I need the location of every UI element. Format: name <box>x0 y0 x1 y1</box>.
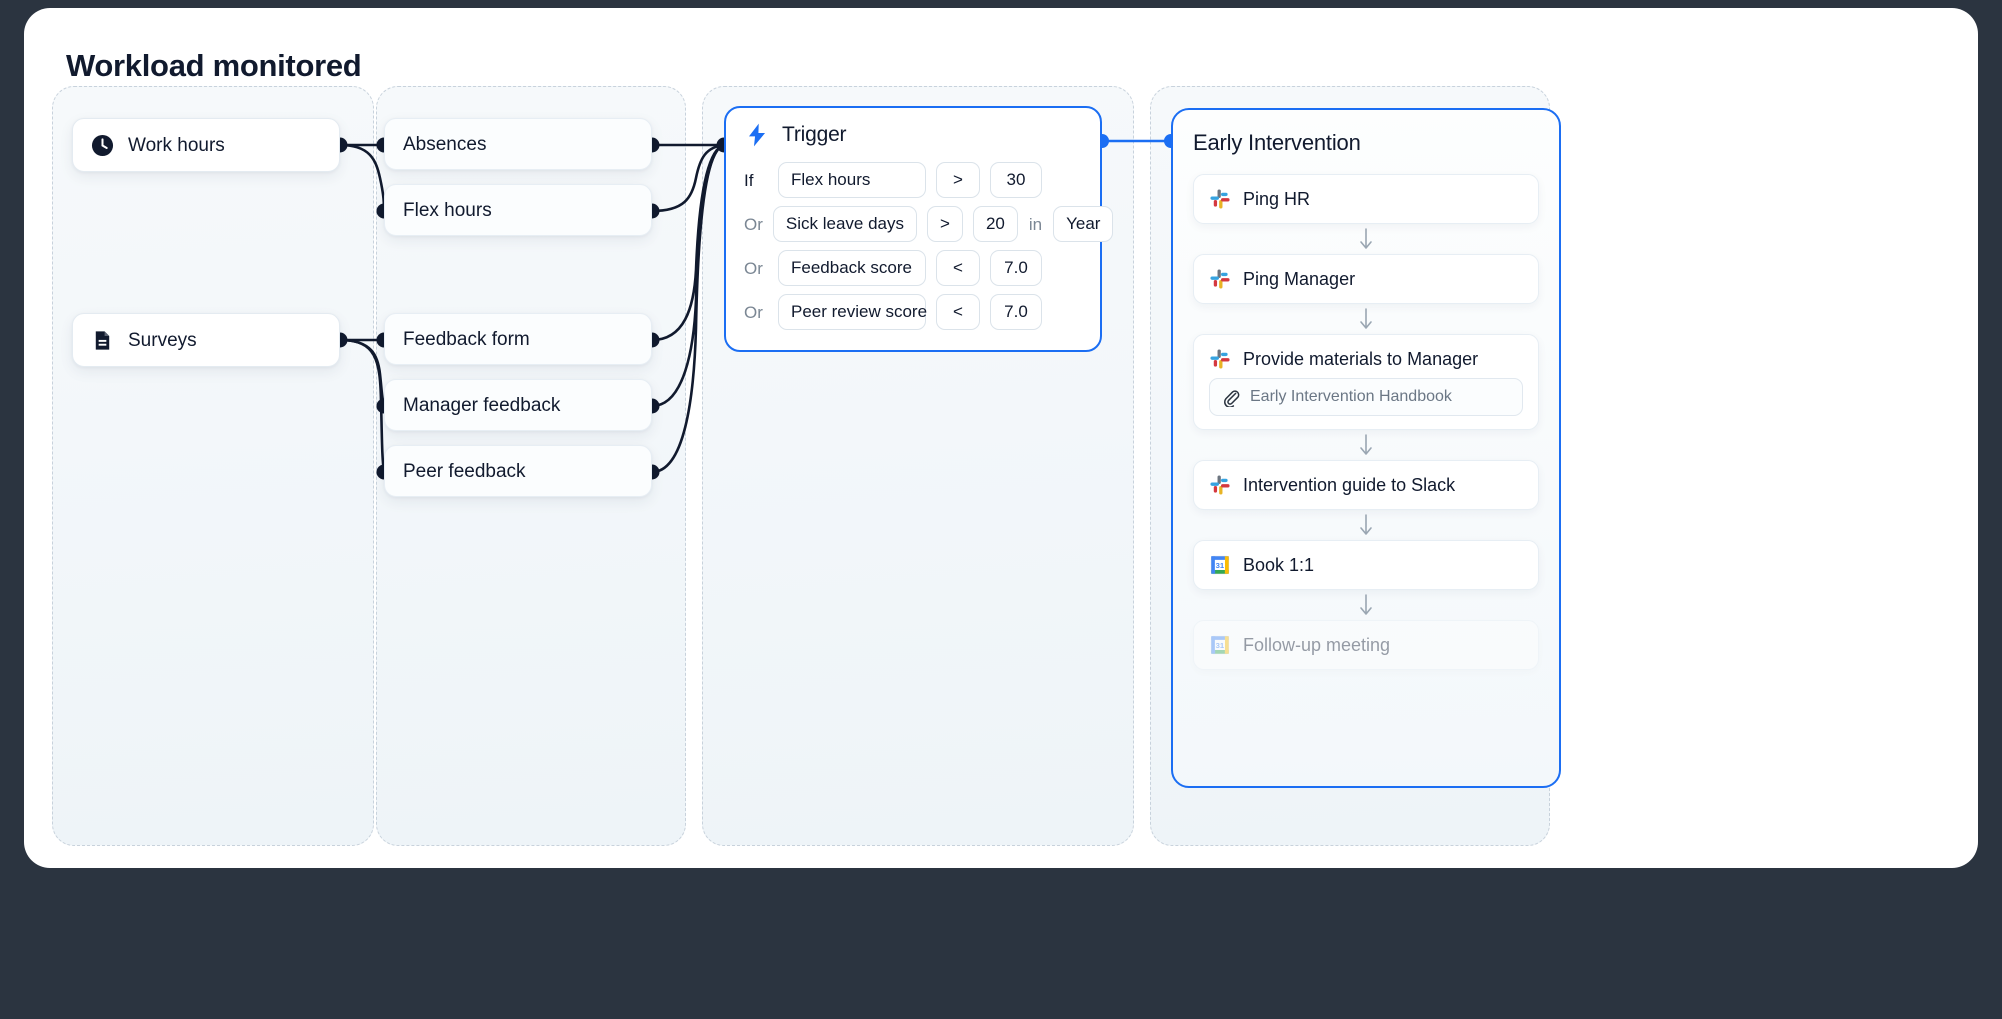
page-title: Workload monitored <box>66 48 362 83</box>
action-card-intervention-guide[interactable]: Intervention guide to Slack <box>1193 460 1539 510</box>
trigger-header: Trigger <box>744 122 1082 148</box>
condition-subject-field[interactable]: Feedback score <box>778 250 926 286</box>
svg-text:31: 31 <box>1216 561 1225 570</box>
condition-row[interactable]: Or Sick leave days > 20 in Year <box>744 206 1114 242</box>
attachment-label: Early Intervention Handbook <box>1250 388 1452 405</box>
early-intervention-panel[interactable]: Early Intervention Ping HR <box>1171 108 1561 788</box>
source-node-label: Work hours <box>128 134 225 156</box>
action-card-main: Intervention guide to Slack <box>1209 474 1523 496</box>
condition-value-field[interactable]: 7.0 <box>990 294 1042 330</box>
signal-node-label: Feedback form <box>403 328 530 350</box>
action-card-ping-manager[interactable]: Ping Manager <box>1193 254 1539 304</box>
action-card-main: 31 Book 1:1 <box>1209 554 1523 576</box>
signal-node-label: Peer feedback <box>403 460 526 482</box>
action-card-label: Book 1:1 <box>1243 555 1315 575</box>
condition-keyword: Or <box>744 214 763 234</box>
condition-operator-field[interactable]: > <box>927 206 963 242</box>
condition-operator-field[interactable]: < <box>936 294 980 330</box>
condition-operator-field[interactable]: > <box>936 162 980 198</box>
lightning-bolt-icon <box>748 123 766 147</box>
source-node-work-hours[interactable]: Work hours <box>72 118 340 172</box>
workflow-canvas[interactable]: Workload monitored <box>24 8 1978 868</box>
clock-icon <box>91 134 114 156</box>
condition-subject-field[interactable]: Peer review score <box>778 294 927 330</box>
trigger-title: Trigger <box>782 123 847 146</box>
google-calendar-icon: 31 <box>1210 555 1230 575</box>
action-card-provide-materials[interactable]: Provide materials to Manager Early Inter… <box>1193 334 1539 430</box>
signal-node-label: Manager feedback <box>403 394 561 416</box>
signal-node-feedback-form[interactable]: Feedback form <box>384 313 652 365</box>
source-node-label: Surveys <box>128 329 197 351</box>
condition-operator-field[interactable]: < <box>936 250 980 286</box>
condition-value-field[interactable]: 20 <box>972 206 1018 242</box>
paperclip-icon <box>1224 389 1240 407</box>
arrow-down-icon <box>1193 590 1539 620</box>
arrow-down-icon <box>1193 304 1539 334</box>
condition-row[interactable]: If Flex hours > 30 <box>744 162 1082 198</box>
document-icon <box>95 330 110 350</box>
slack-icon <box>1210 189 1230 209</box>
condition-row[interactable]: Or Feedback score < 7.0 <box>744 250 1082 286</box>
signal-node-absences[interactable]: Absences <box>384 118 652 170</box>
action-card-main: Provide materials to Manager <box>1209 348 1523 370</box>
condition-in-keyword: in <box>1028 214 1043 234</box>
condition-keyword: Or <box>744 302 763 322</box>
slack-icon <box>1210 269 1230 289</box>
early-intervention-title: Early Intervention <box>1193 130 1361 155</box>
lane-sources <box>52 86 374 846</box>
app-window: Workload monitored <box>24 8 1978 868</box>
action-card-main: 31 Follow-up meeting <box>1209 634 1523 656</box>
signal-node-label: Flex hours <box>403 199 492 221</box>
action-card-follow-up-meeting[interactable]: 31 Follow-up meeting <box>1193 620 1539 670</box>
svg-text:31: 31 <box>1216 641 1225 650</box>
trigger-panel[interactable]: Trigger If Flex hours > 30 Or Sick leave… <box>724 106 1114 352</box>
signal-node-flex-hours[interactable]: Flex hours <box>384 184 652 236</box>
action-card-label: Ping Manager <box>1243 269 1356 289</box>
condition-unit-field[interactable]: Year <box>1053 206 1114 242</box>
action-card-label: Provide materials to Manager <box>1243 349 1479 369</box>
condition-value-field[interactable]: 7.0 <box>990 250 1042 286</box>
action-card-label: Follow-up meeting <box>1243 635 1391 655</box>
condition-value-field[interactable]: 30 <box>990 162 1042 198</box>
action-card-main: Ping HR <box>1209 188 1523 210</box>
action-card-book-1-1[interactable]: 31 Book 1:1 <box>1193 540 1539 590</box>
google-calendar-icon: 31 <box>1210 635 1230 655</box>
signal-node-peer-feedback[interactable]: Peer feedback <box>384 445 652 497</box>
condition-row[interactable]: Or Peer review score < 7.0 <box>744 294 1082 330</box>
action-card-main: Ping Manager <box>1209 268 1523 290</box>
attachment-chip[interactable]: Early Intervention Handbook <box>1209 378 1523 416</box>
signal-node-label: Absences <box>403 133 487 155</box>
arrow-down-icon <box>1193 224 1539 254</box>
slack-icon <box>1210 475 1230 495</box>
condition-keyword: If <box>744 170 754 190</box>
condition-subject-field[interactable]: Flex hours <box>778 162 926 198</box>
action-card-ping-hr[interactable]: Ping HR <box>1193 174 1539 224</box>
action-card-label: Ping HR <box>1243 189 1311 209</box>
condition-subject-field[interactable]: Sick leave days <box>772 206 918 242</box>
signal-node-manager-feedback[interactable]: Manager feedback <box>384 379 652 431</box>
condition-keyword: Or <box>744 258 763 278</box>
arrow-down-icon <box>1193 430 1539 460</box>
slack-icon <box>1210 349 1230 369</box>
arrow-down-icon <box>1193 510 1539 540</box>
action-card-label: Intervention guide to Slack <box>1243 475 1456 495</box>
source-node-surveys[interactable]: Surveys <box>72 313 340 367</box>
